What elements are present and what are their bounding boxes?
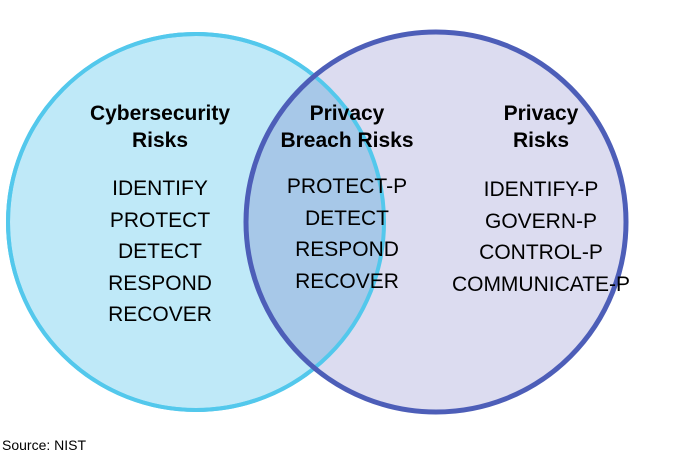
- source-caption: Source: NIST: [2, 437, 87, 453]
- function-item: IDENTIFY-P: [483, 178, 599, 201]
- privacy-breach-risks-heading: Privacy Breach Risks: [247, 100, 447, 154]
- function-item: PROTECT: [109, 208, 211, 232]
- function-item: RESPOND: [295, 238, 399, 261]
- privacy-breach-risks-region: Privacy Breach Risks PROTECT-P DETECT RE…: [247, 100, 447, 297]
- heading-line: Breach Risks: [280, 129, 414, 152]
- heading-line: Privacy: [503, 102, 579, 125]
- function-item: RECOVER: [295, 269, 399, 293]
- cybersecurity-risks-circle-outline: [6, 32, 386, 412]
- overlap-region: [246, 34, 384, 410]
- privacy-functions-list: IDENTIFY-P GOVERN-P CONTROL-P COMMUNICAT…: [435, 174, 647, 300]
- heading-line: Risks: [131, 129, 189, 152]
- privacy-risks-circle-outline: [243, 29, 629, 415]
- heading-line: Cybersecurity: [89, 102, 231, 125]
- privacy-risks-heading: Privacy Risks: [435, 100, 647, 154]
- function-item: DETECT: [118, 240, 202, 263]
- function-item: PROTECT-P: [286, 175, 408, 198]
- cybersecurity-functions-list: IDENTIFY PROTECT DETECT RESPOND RECOVER: [55, 173, 265, 331]
- function-item: DETECT: [305, 206, 389, 230]
- function-item: GOVERN-P: [484, 209, 597, 233]
- cybersecurity-risks-region: Cybersecurity Risks IDENTIFY PROTECT DET…: [55, 100, 265, 331]
- heading-line: Privacy: [309, 102, 385, 125]
- heading-line: Risks: [512, 129, 570, 152]
- privacy-risks-region: Privacy Risks IDENTIFY-P GOVERN-P CONTRO…: [435, 100, 647, 300]
- cybersecurity-risks-heading: Cybersecurity Risks: [55, 100, 265, 154]
- function-item: RECOVER: [108, 303, 212, 326]
- function-item: IDENTIFY: [112, 177, 208, 200]
- function-item: COMMUNICATE-P: [451, 272, 631, 296]
- function-item: CONTROL-P: [479, 241, 603, 264]
- privacy-breach-functions-list: PROTECT-P DETECT RESPOND RECOVER: [247, 171, 447, 297]
- function-item: RESPOND: [108, 271, 212, 295]
